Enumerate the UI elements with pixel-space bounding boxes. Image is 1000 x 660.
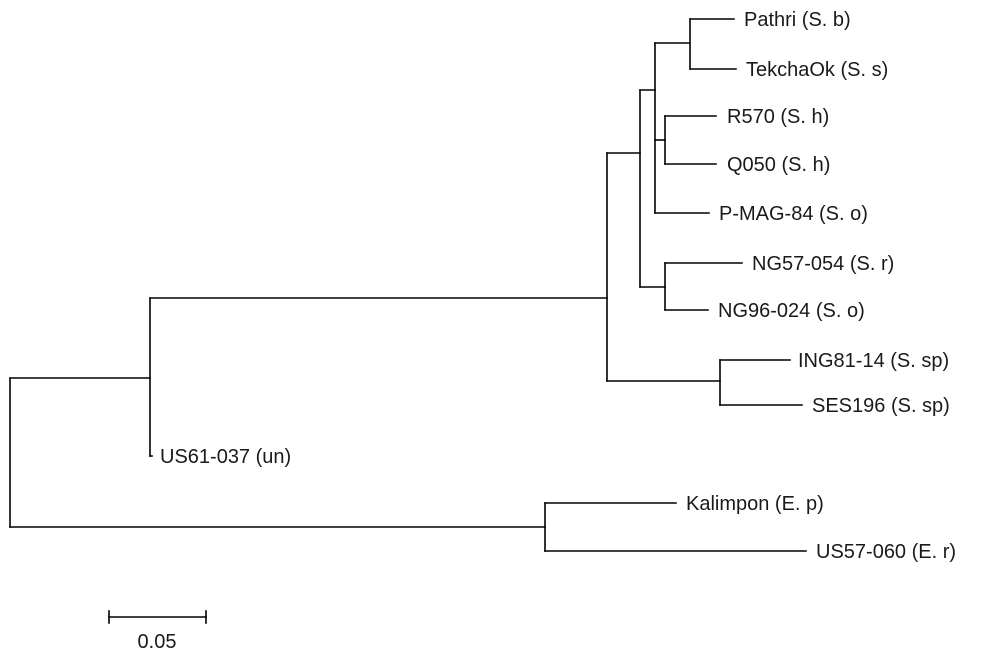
taxon-label-tekchaok: TekchaOk (S. s) <box>746 59 888 81</box>
taxon-label-pathri: Pathri (S. b) <box>744 9 851 31</box>
taxon-label-r570: R570 (S. h) <box>727 106 829 128</box>
taxon-label-kalimpon: Kalimpon (E. p) <box>686 493 824 515</box>
taxon-label-ng57054: NG57-054 (S. r) <box>752 253 894 275</box>
taxon-labels: Pathri (S. b) TekchaOk (S. s) R570 (S. h… <box>160 9 956 563</box>
tree-branches <box>9 18 807 552</box>
taxon-label-us61037: US61-037 (un) <box>160 446 291 468</box>
taxon-label-ng96024: NG96-024 (S. o) <box>718 300 865 322</box>
taxon-label-ing8114: ING81-14 (S. sp) <box>798 350 949 372</box>
taxon-label-q050: Q050 (S. h) <box>727 154 830 176</box>
taxon-label-us57060: US57-060 (E. r) <box>816 541 956 563</box>
taxon-label-ses196: SES196 (S. sp) <box>812 395 950 417</box>
scale-bar-label: 0.05 <box>138 631 177 653</box>
taxon-label-pmag84: P-MAG-84 (S. o) <box>719 203 868 225</box>
scale-bar: 0.05 <box>108 610 207 653</box>
